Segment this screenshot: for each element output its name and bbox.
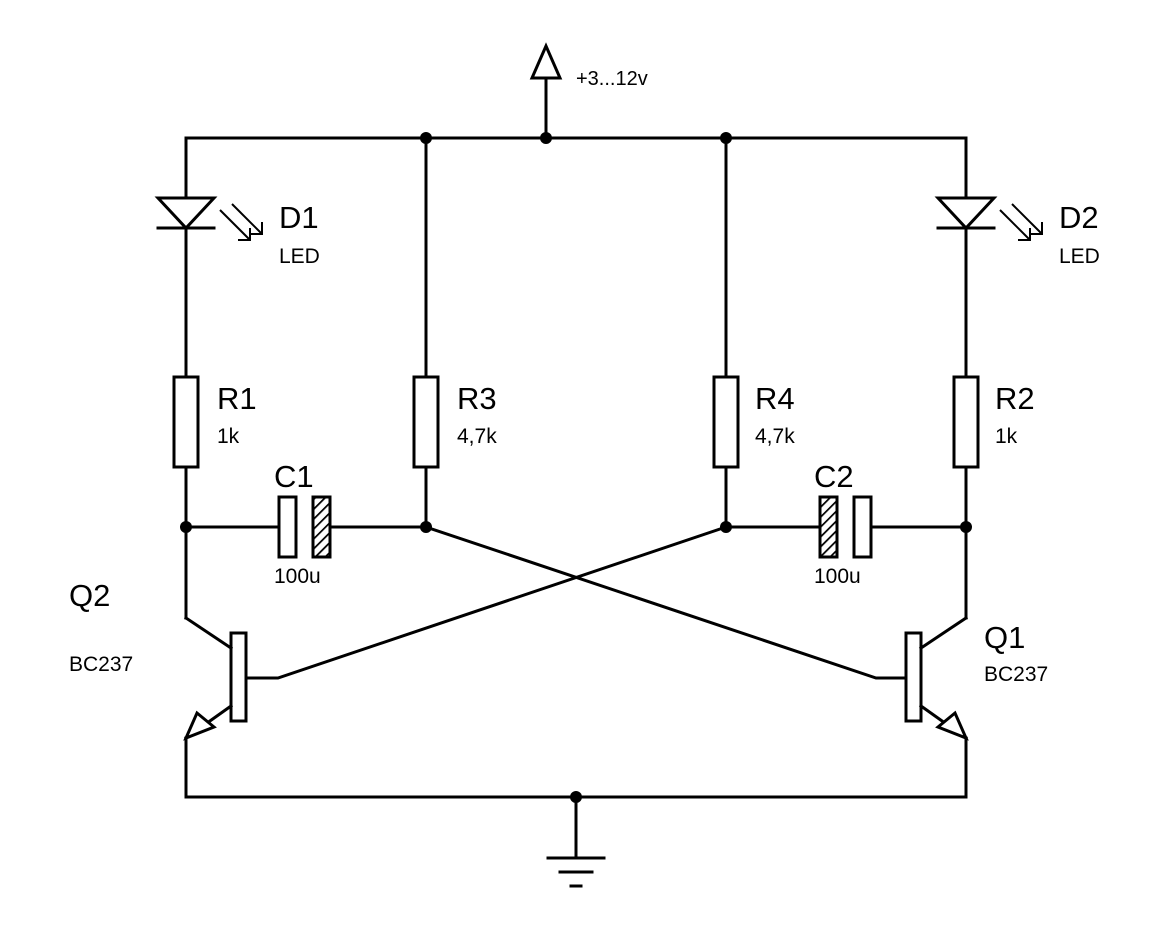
- transistor-q1: Q1 BC237: [904, 525, 1048, 741]
- light-emission-arrows-icon: [999, 203, 1043, 241]
- q2-ref: Q2: [69, 578, 110, 613]
- cross-coupling-wires: [244, 525, 908, 680]
- r3-ref: R3: [457, 381, 497, 416]
- resistor-r2: R2 1k: [952, 375, 1035, 469]
- c1-ref: C1: [274, 459, 314, 494]
- junction-dots: [180, 132, 972, 803]
- r1-value: 1k: [217, 425, 240, 448]
- c2-ref: C2: [814, 459, 854, 494]
- r4-value: 4,7k: [755, 425, 795, 448]
- d1-ref: D1: [279, 200, 319, 235]
- led-d2: D2 LED: [934, 196, 1100, 268]
- c2-value: 100u: [814, 565, 861, 588]
- r2-ref: R2: [995, 381, 1035, 416]
- resistor-r1: R1 1k: [172, 375, 257, 469]
- r1-ref: R1: [217, 381, 257, 416]
- capacitor-c1: C1 100u: [184, 459, 428, 588]
- light-emission-arrows-icon: [219, 203, 263, 241]
- d2-ref: D2: [1059, 200, 1099, 235]
- d2-value: LED: [1059, 245, 1100, 268]
- supply-label: +3...12v: [576, 68, 648, 90]
- q1-value: BC237: [984, 663, 1048, 686]
- capacitor-c2: C2 100u: [724, 459, 968, 588]
- resistor-r3: R3 4,7k: [412, 375, 497, 469]
- r4-ref: R4: [755, 381, 795, 416]
- r3-value: 4,7k: [457, 425, 497, 448]
- resistor-r4: R4 4,7k: [712, 375, 795, 469]
- ground-icon: [546, 856, 606, 888]
- r2-value: 1k: [995, 425, 1018, 448]
- q1-ref: Q1: [984, 620, 1025, 655]
- c1-value: 100u: [274, 565, 321, 588]
- d1-value: LED: [279, 245, 320, 268]
- led-d1: D1 LED: [154, 196, 320, 268]
- supply-symbol: +3...12v: [529, 42, 648, 140]
- q2-value: BC237: [69, 653, 133, 676]
- transistor-q2: Q2 BC237: [69, 525, 248, 741]
